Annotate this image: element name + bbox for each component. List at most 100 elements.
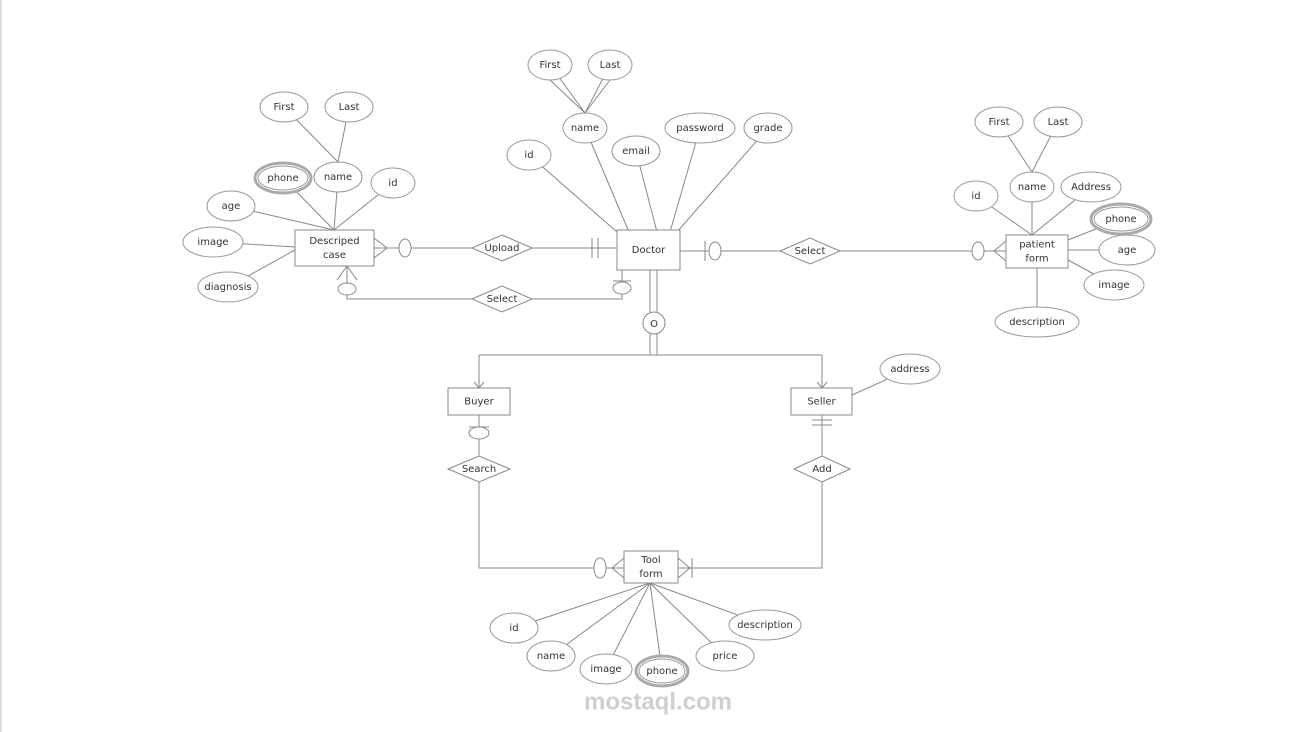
doctor-attr-name: name xyxy=(571,123,599,134)
relationship-select-patient xyxy=(778,237,842,265)
attr-connector xyxy=(549,79,586,114)
optional-mark-case-upload xyxy=(398,238,412,258)
tool-attr-price: price xyxy=(713,651,738,662)
doctor-attr-grade: grade xyxy=(753,123,782,134)
patient-attr-address: Address xyxy=(1071,182,1111,193)
relationship-search xyxy=(446,455,512,483)
tool-attr-id-ellipse xyxy=(489,612,539,644)
relationship-add xyxy=(792,455,852,483)
crowsfoot-case-upload xyxy=(373,237,388,259)
tool-attr-description-ellipse xyxy=(728,609,802,641)
doctor-attr-last-ellipse xyxy=(587,49,633,81)
patient-attr-first: First xyxy=(988,117,1009,128)
patient-attr-age-ellipse xyxy=(1098,234,1156,266)
tool-attr-image-ellipse xyxy=(579,653,633,685)
optional-mark-tool-left xyxy=(593,557,607,579)
case-attr-last: Last xyxy=(339,102,360,113)
relationship-select-case xyxy=(470,285,534,313)
optional-mark-buyer xyxy=(468,426,490,440)
entity-tool-form-label-line2: form xyxy=(639,569,662,580)
case-attr-image: image xyxy=(197,237,228,248)
case-attr-phone-inner-ellipse xyxy=(257,165,309,191)
patient-attr-id: id xyxy=(971,191,980,202)
case-attr-first: First xyxy=(273,102,294,113)
relationship-select-case-label: Select xyxy=(487,294,518,305)
select-case-line xyxy=(346,266,472,300)
doctor-attr-first: First xyxy=(539,60,560,71)
doctor-attr-last: Last xyxy=(600,60,621,71)
relationship-select-patient-label: Select xyxy=(795,246,826,257)
case-attr-last-ellipse xyxy=(324,91,374,123)
tool-attr-price-ellipse xyxy=(695,640,755,672)
entity-descriped-case-label-line2: case xyxy=(323,250,346,261)
patient-attr-image-ellipse xyxy=(1083,269,1145,301)
doctor-attr-email: email xyxy=(622,146,650,157)
case-attr-image-ellipse xyxy=(182,226,244,258)
entity-patient-form-label-line2: form xyxy=(1025,254,1048,265)
case-attr-phone: phone xyxy=(267,173,298,184)
entity-patient-form-label-line1: patient xyxy=(1019,240,1055,251)
tool-attr-name: name xyxy=(537,651,565,662)
attribute-connector xyxy=(584,127,630,233)
optional-mark-doctor-select xyxy=(612,281,632,295)
select-case-line-doctor xyxy=(532,270,623,300)
tool-attr-id: id xyxy=(509,623,518,634)
watermark: mostaql.com xyxy=(584,688,732,715)
case-attr-age: age xyxy=(222,201,241,212)
case-attr-diagnosis-ellipse xyxy=(197,271,259,303)
entity-tool-form xyxy=(623,550,679,584)
patient-attr-image: image xyxy=(1098,280,1129,291)
entity-descriped-case xyxy=(294,229,375,267)
case-attr-age-ellipse xyxy=(206,190,256,222)
patient-attr-first-ellipse xyxy=(974,106,1024,138)
relationship-upload-label: Upload xyxy=(484,243,519,254)
relationship-search-label: Search xyxy=(462,464,496,475)
case-attr-id-ellipse xyxy=(370,167,416,199)
case-attr-diagnosis: diagnosis xyxy=(204,282,251,293)
doctor-attr-grade-ellipse xyxy=(743,112,793,144)
search-line-tool xyxy=(478,482,624,569)
entity-descriped-case-label-line1: Descriped xyxy=(309,236,359,247)
doctor-attr-first-ellipse xyxy=(527,49,573,81)
crowsfoot-tool-left xyxy=(611,557,625,579)
attr-connector xyxy=(584,79,611,114)
patient-attr-description: description xyxy=(1009,317,1065,328)
doctor-attr-id-ellipse xyxy=(506,139,552,171)
entity-seller-label: Seller xyxy=(807,397,836,408)
doctor-attr-email-ellipse xyxy=(611,135,661,167)
patient-attr-phone: phone xyxy=(1105,214,1136,225)
optional-mark-patient xyxy=(971,241,985,261)
patient-attr-description-ellipse xyxy=(994,306,1080,338)
doctor-attr-password-ellipse xyxy=(664,112,736,144)
patient-attr-last: Last xyxy=(1048,117,1069,128)
entity-tool-form-label-line1: Tool xyxy=(640,555,660,566)
disjoint-circle xyxy=(642,311,666,335)
entity-buyer-label: Buyer xyxy=(464,397,494,408)
attribute-connector xyxy=(528,154,618,233)
attribute-connector xyxy=(676,127,769,233)
patient-attr-id-ellipse xyxy=(953,180,999,212)
seller-attr-address-ellipse xyxy=(879,353,941,385)
patient-attr-address-ellipse xyxy=(1060,171,1122,203)
tool-attr-name-ellipse xyxy=(526,640,576,672)
entity-patient-form xyxy=(1005,234,1069,269)
entity-doctor xyxy=(616,229,681,271)
patient-attr-name: name xyxy=(1018,182,1046,193)
seller-attr-address: address xyxy=(890,364,929,375)
entity-seller xyxy=(790,387,853,416)
tool-attr-phone: phone xyxy=(646,666,677,677)
tool-attr-image: image xyxy=(590,664,621,675)
relationship-upload xyxy=(470,234,534,262)
case-attr-first-ellipse xyxy=(259,91,309,123)
doctor-attr-id: id xyxy=(524,150,533,161)
entity-doctor-label: Doctor xyxy=(632,245,666,256)
patient-attr-phone-inner-ellipse xyxy=(1093,206,1149,232)
tool-attr-description: description xyxy=(737,620,793,631)
attribute-connector xyxy=(669,127,701,233)
patient-attr-age: age xyxy=(1118,245,1137,256)
attribute-connector xyxy=(513,582,651,629)
disjoint-label: O xyxy=(650,319,658,330)
case-attr-name: name xyxy=(324,172,352,183)
